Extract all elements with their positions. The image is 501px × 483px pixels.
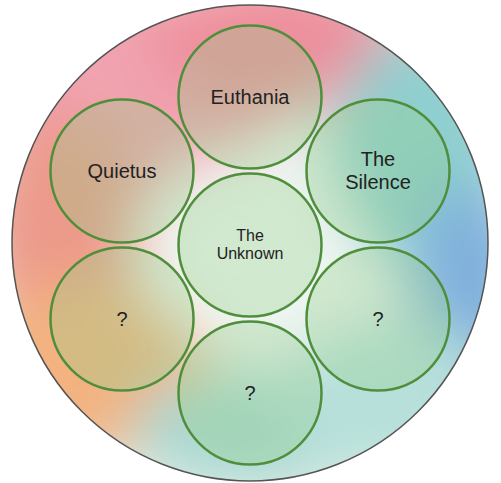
circle-label: ?: [372, 308, 383, 331]
circle-node: ?: [305, 246, 451, 392]
circle-body: ?: [305, 246, 451, 392]
circle-body: The Unknown: [177, 172, 323, 318]
circle-body: The Silence: [305, 98, 451, 244]
circle-body: ?: [177, 320, 323, 466]
circle-node: Quietus: [49, 98, 195, 244]
circle-label: Quietus: [88, 160, 157, 183]
circle-node: ?: [49, 246, 195, 392]
circle-body: ?: [49, 246, 195, 392]
circle-label: Euthania: [211, 86, 290, 109]
circle-label: ?: [244, 382, 255, 405]
circle-node: The Unknown: [177, 172, 323, 318]
circle-node: Euthania: [177, 24, 323, 170]
circle-label: The Unknown: [215, 227, 285, 264]
circle-label: The Silence: [337, 148, 419, 194]
circle-body: Quietus: [49, 98, 195, 244]
circle-label: ?: [116, 308, 127, 331]
circle-body: Euthania: [177, 24, 323, 170]
circle-node: The Silence: [305, 98, 451, 244]
circle-node: ?: [177, 320, 323, 466]
